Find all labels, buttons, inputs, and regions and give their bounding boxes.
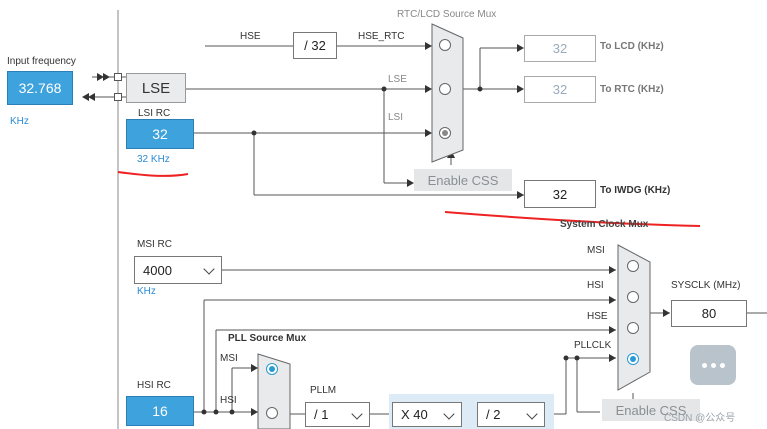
system-mux-hsi-label: HSI <box>587 280 604 291</box>
sysclk-label: SYSCLK (MHz) <box>671 280 741 291</box>
pllr-dropdown[interactable]: / 2 <box>477 402 545 427</box>
lse-out-pin <box>114 93 122 101</box>
rtc-output-label: To RTC (KHz) <box>600 84 664 95</box>
sysclk-field[interactable]: 80 <box>671 300 747 327</box>
rtc-mux-radio-hse[interactable] <box>439 39 451 51</box>
lcd-output-field[interactable]: 32 <box>524 35 596 62</box>
plln-dropdown[interactable]: X 40 <box>392 402 462 427</box>
hse-rtc-divider[interactable]: / 32 <box>293 32 337 59</box>
pllm-dropdown[interactable]: / 1 <box>305 402 370 427</box>
hsi-rc-field[interactable]: 16 <box>126 396 194 426</box>
lsi-rc-unit: 32 KHz <box>137 154 170 165</box>
pll-mux-radio-hsi[interactable] <box>266 407 278 419</box>
pll-mux-title: PLL Source Mux <box>228 333 307 344</box>
system-mux-radio-msi[interactable] <box>627 260 639 272</box>
rtc-mux-lse-label: LSE <box>388 74 407 85</box>
chat-bubble-icon <box>690 345 736 385</box>
rtc-mux-lsi-label: LSI <box>388 112 404 123</box>
msi-rc-dropdown[interactable]: 4000 <box>134 256 222 284</box>
lsi-rc-label: LSI RC <box>138 108 171 119</box>
system-mux-radio-hse[interactable] <box>627 322 639 334</box>
chevron-down-icon <box>351 407 363 420</box>
system-mux-radio-hsi[interactable] <box>627 291 639 303</box>
pll-mux-msi-label: MSI <box>220 353 238 364</box>
input-frequency-label: Input frequency <box>7 56 76 67</box>
hse-rtc-label: HSE_RTC <box>358 31 405 42</box>
system-mux-title: System Clock Mux <box>560 219 649 230</box>
system-mux-msi-label: MSI <box>587 245 605 256</box>
rtc-enable-css-button[interactable]: Enable CSS <box>414 169 512 191</box>
lse-block[interactable]: LSE <box>126 73 186 103</box>
input-frequency-field[interactable]: 32.768 <box>7 71 73 105</box>
msi-rc-label: MSI RC <box>137 239 172 250</box>
rtc-mux-radio-lsi[interactable] <box>439 127 451 139</box>
lsi-rc-field[interactable]: 32 <box>126 119 194 149</box>
msi-rc-value: 4000 <box>143 262 172 278</box>
pllm-label: PLLM <box>310 385 337 396</box>
pll-mux-radio-msi[interactable] <box>266 363 278 375</box>
rtc-output-field[interactable]: 32 <box>524 76 596 103</box>
system-enable-css-button[interactable]: Enable CSS <box>602 399 700 421</box>
chevron-down-icon <box>203 263 215 275</box>
iwdg-output-label: To IWDG (KHz) <box>600 185 671 196</box>
chevron-down-icon <box>526 407 538 420</box>
hsi-rc-label: HSI RC <box>137 380 171 391</box>
system-mux-radio-pllclk[interactable] <box>627 353 639 365</box>
system-mux-hse-label: HSE <box>587 311 608 322</box>
lcd-output-label: To LCD (KHz) <box>600 41 664 52</box>
pll-mux-hsi-label: HSI <box>220 395 237 406</box>
iwdg-output-field[interactable]: 32 <box>524 180 596 208</box>
rtc-mux-title: RTC/LCD Source Mux <box>397 9 497 20</box>
pllm-value: / 1 <box>314 407 329 422</box>
msi-rc-unit: KHz <box>137 286 156 297</box>
pllr-value: / 2 <box>486 407 501 422</box>
watermark-text: CSDN @公众号 <box>664 413 736 424</box>
rtc-mux-radio-lse[interactable] <box>439 83 451 95</box>
system-mux-pllclk-label: PLLCLK <box>574 340 612 351</box>
input-frequency-unit: KHz <box>10 116 29 127</box>
plln-value: X 40 <box>401 407 428 422</box>
hse-label: HSE <box>240 31 261 42</box>
lse-in-pin <box>114 73 122 81</box>
chevron-down-icon <box>443 407 455 420</box>
